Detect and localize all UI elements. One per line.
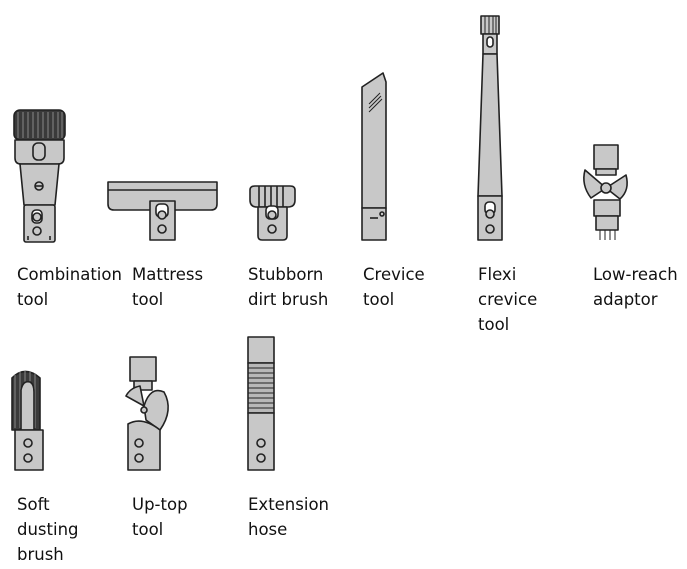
label-stubborn-dirt-brush: Stubborn dirt brush (248, 265, 329, 309)
combination-tool-icon (13, 109, 66, 243)
crevice-tool-icon (361, 72, 387, 241)
label-up-top-tool: Up-top tool (132, 495, 188, 539)
label-mattress-tool: Mattress tool (132, 265, 204, 309)
stubborn-dirt-brush-icon (249, 185, 296, 241)
label-crevice-tool: Crevice tool (363, 265, 425, 309)
label-low-reach-adaptor: Low-reach adaptor (593, 265, 678, 309)
extension-hose-icon (247, 336, 275, 471)
label-soft-dusting-brush: Soft dusting brush (17, 495, 79, 564)
soft-dusting-brush-icon (11, 370, 44, 471)
low-reach-adaptor-icon (583, 144, 628, 240)
label-combination-tool: Combination tool (17, 265, 122, 309)
label-flexi-crevice-tool: Flexi crevice tool (478, 265, 538, 334)
mattress-tool-icon (107, 181, 218, 241)
label-extension-hose: Extension hose (248, 495, 330, 539)
up-top-tool-icon (125, 356, 169, 471)
flexi-crevice-tool-icon (477, 15, 503, 241)
